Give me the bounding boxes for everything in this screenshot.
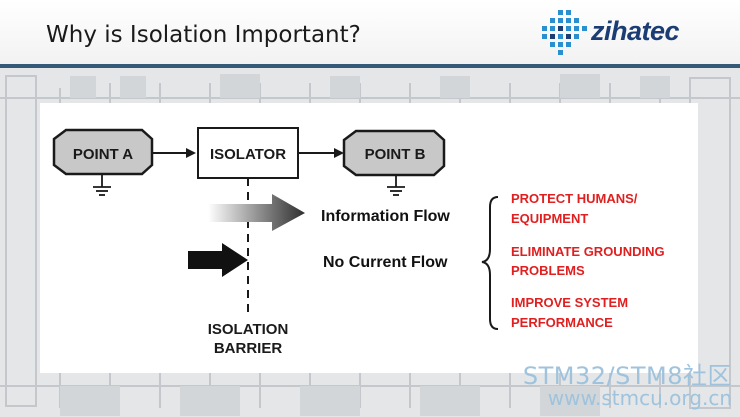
- diagram-panel: POINT A ISOLATOR: [40, 103, 698, 373]
- benefit-1-line2: EQUIPMENT: [511, 211, 588, 226]
- ground-symbol-icon: [93, 174, 111, 196]
- point-a-label: POINT A: [73, 146, 133, 163]
- brace-icon: [481, 196, 499, 330]
- logo-dots-icon: [542, 10, 587, 55]
- arrow-icon: [152, 148, 196, 158]
- slide-title: Why is Isolation Important?: [46, 22, 361, 48]
- barrier-label-line1: ISOLATION: [208, 321, 289, 338]
- information-flow-arrow: [208, 194, 305, 231]
- information-flow-label: Information Flow: [321, 208, 450, 225]
- zihatec-logo: zihatec: [536, 8, 732, 58]
- no-current-flow-label: No Current Flow: [323, 254, 448, 271]
- isolator-label: ISOLATOR: [210, 146, 286, 163]
- benefit-2-line1: ELIMINATE GROUNDING: [511, 244, 665, 259]
- ground-symbol-icon: [387, 175, 405, 196]
- benefit-3-line2: PERFORMANCE: [511, 315, 613, 330]
- point-b-node: POINT B: [342, 129, 446, 177]
- point-b-label: POINT B: [365, 146, 426, 163]
- barrier-label-line2: BARRIER: [214, 340, 283, 357]
- arrow-icon: [298, 148, 344, 158]
- benefit-1-line1: PROTECT HUMANS/: [511, 191, 638, 206]
- benefit-2-line2: PROBLEMS: [511, 263, 585, 278]
- isolator-block: ISOLATOR: [197, 127, 299, 179]
- benefit-3-line1: IMPROVE SYSTEM: [511, 295, 628, 310]
- no-current-flow-arrow: [188, 243, 248, 277]
- watermark-line2: www.stmcu.org.cn: [547, 386, 732, 410]
- watermark-line1: STM32/STM8社区: [522, 362, 732, 390]
- title-rule: [0, 64, 740, 68]
- point-a-node: POINT A: [52, 128, 154, 176]
- logo-text: zihatec: [591, 16, 680, 46]
- slide-header: Why is Isolation Important?: [0, 0, 740, 64]
